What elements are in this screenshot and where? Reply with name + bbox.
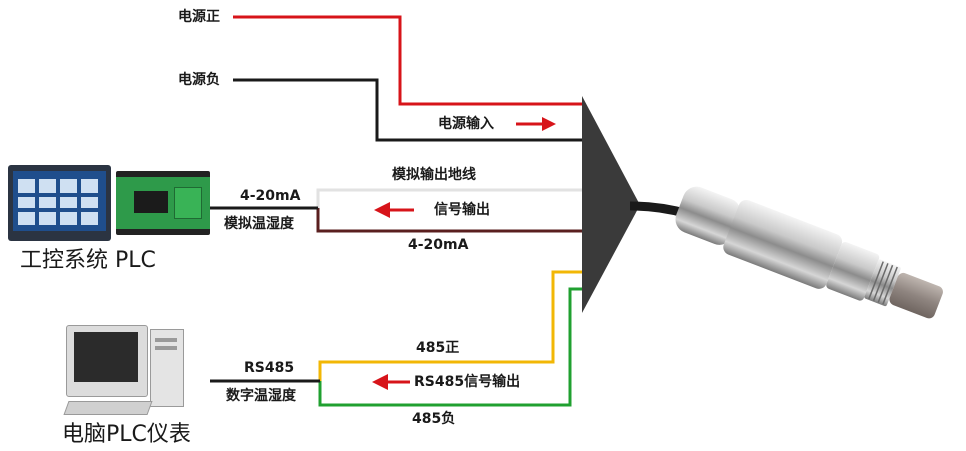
power-positive-wire: [233, 15, 582, 106]
power-negative-label: 电源负: [178, 72, 220, 88]
keyboard-icon: [63, 401, 153, 415]
sensor-probe-icon: [629, 186, 943, 319]
plc-system-icon: [8, 165, 210, 241]
current-top-label: 4-20mA: [240, 188, 301, 204]
rs485-negative-label: 485负: [412, 411, 456, 427]
connector-triangle-icon: [582, 96, 640, 313]
digital-temp-hum-label: 数字温湿度: [226, 388, 296, 404]
analog-signal-wire: [316, 208, 582, 233]
power-input-label: 电源输入: [438, 116, 494, 132]
rs485-positive-label: 485正: [416, 340, 460, 356]
analog-ground-label: 模拟输出地线: [392, 167, 476, 183]
touchscreen-icon: [8, 165, 111, 241]
desktop-computer-icon: [63, 325, 186, 417]
signal-output-label: 信号输出: [434, 202, 490, 218]
rs485-negative-wire: [318, 287, 582, 407]
power-positive-label: 电源正: [178, 9, 220, 25]
signal-output-arrow: [374, 202, 414, 218]
monitor-icon: [66, 325, 148, 397]
plc-title: 工控系统 PLC: [20, 248, 156, 273]
plc-board-icon: [116, 171, 210, 235]
rs485-output-arrow: [372, 374, 410, 390]
computer-tower-icon: [150, 329, 184, 407]
rs485-positive-wire: [318, 270, 582, 381]
current-bottom-label: 4-20mA: [408, 237, 469, 253]
rs485-label: RS485: [244, 360, 295, 376]
analog-temp-hum-label: 模拟温湿度: [224, 216, 294, 232]
power-input-arrow: [516, 117, 556, 131]
rs485-signal-output-label: RS485信号输出: [414, 374, 521, 390]
power-negative-wire: [233, 78, 582, 142]
pc-title: 电脑PLC仪表: [62, 422, 191, 447]
analog-ground-wire: [316, 188, 582, 208]
